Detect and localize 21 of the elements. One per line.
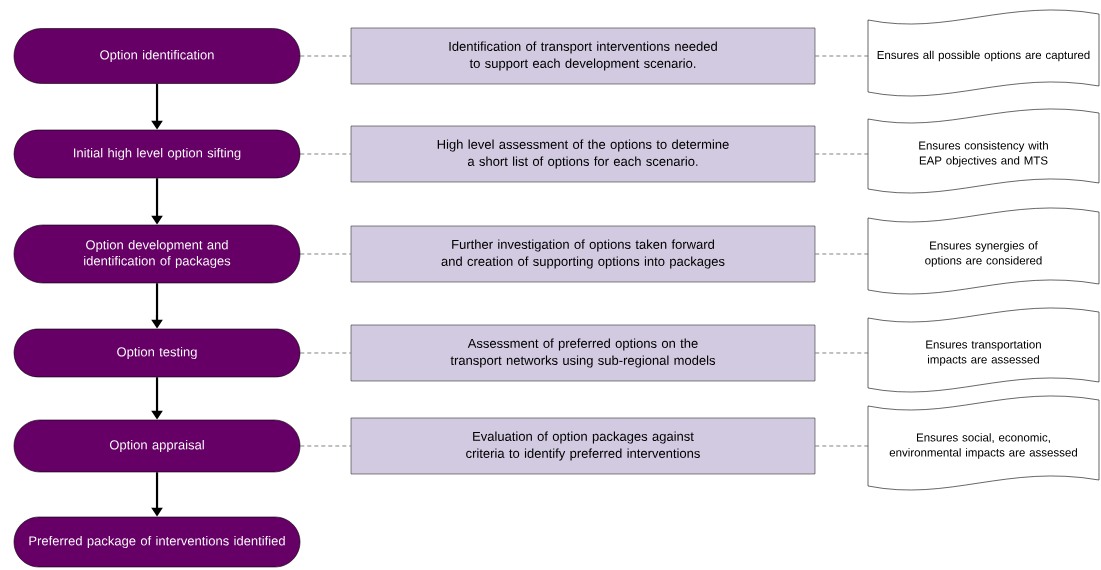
stage-pill: Initial high level option sifting [13, 129, 301, 179]
dashed-connector [815, 352, 869, 354]
stage-pill: Option testing [13, 328, 301, 378]
description-box: Assessment of preferred options on the transport networks using sub-regional models [350, 324, 816, 382]
stage-pill: Option appraisal [13, 419, 301, 473]
description-box: Evaluation of option packages against criteria to identify preferred interventions [350, 417, 816, 475]
dashed-connector [815, 445, 869, 447]
dashed-connector [300, 445, 351, 447]
dashed-connector [300, 153, 351, 155]
dashed-connector [300, 253, 351, 255]
stage-pill: Option development and identification of packages [13, 224, 301, 284]
description-box: Further investigation of options taken forward and creation of supporting options into packages [350, 225, 816, 283]
description-box: Identification of transport interventions needed to support each development scenario. [350, 27, 816, 85]
dashed-connector [815, 55, 869, 57]
dashed-connector [815, 153, 869, 155]
dashed-connector [815, 253, 869, 255]
dashed-connector [300, 352, 351, 354]
stage-pill: Option identification [13, 28, 301, 84]
stage-pill: Preferred package of interventions identified [13, 516, 301, 568]
description-box: High level assessment of the options to determine a short list of options for each scenario. [350, 125, 816, 183]
dashed-connector [300, 55, 351, 57]
